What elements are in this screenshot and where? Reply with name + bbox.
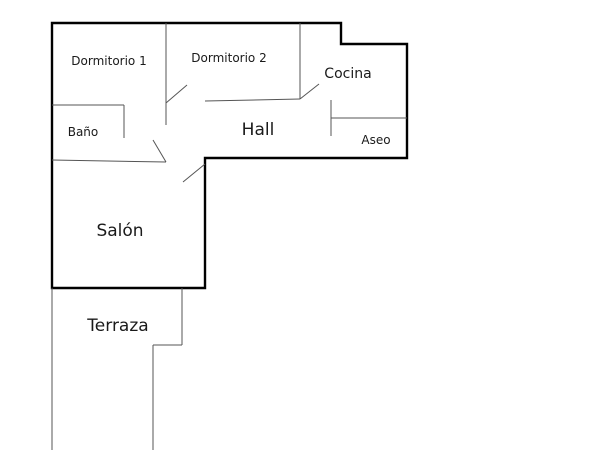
room-label-salon: Salón (96, 221, 143, 241)
room-label-dormitorio2: Dormitorio 2 (191, 51, 266, 65)
door-cocina (299, 83, 320, 100)
wall-dorm2-bottom (204, 98, 301, 102)
room-label-dormitorio1: Dormitorio 1 (71, 54, 146, 68)
room-label-cocina: Cocina (324, 66, 371, 82)
wall-bano-salon (51, 159, 167, 163)
terraza-outline (51, 288, 183, 450)
room-label-aseo: Aseo (361, 133, 390, 147)
room-label-terraza: Terraza (86, 316, 148, 336)
door-salon (182, 163, 206, 183)
outer-wall (50, 21, 409, 290)
room-label-bano: Baño (68, 125, 99, 139)
door-bano (152, 139, 167, 163)
room-label-hall: Hall (242, 120, 275, 140)
door-dorm2 (165, 84, 188, 104)
interior-walls (51, 23, 407, 183)
